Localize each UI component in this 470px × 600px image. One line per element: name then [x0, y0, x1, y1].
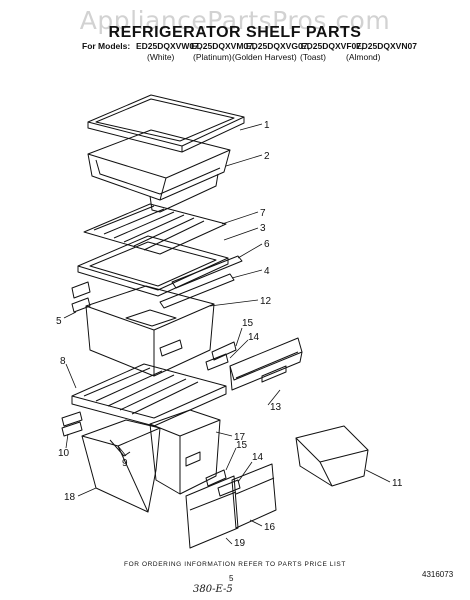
callout-15-lower: 15	[236, 440, 248, 451]
callout-5: 5	[56, 316, 62, 327]
part-brackets-upper	[205, 341, 237, 371]
watermark: AppliancePartsPros.com	[79, 6, 391, 35]
part-rails	[159, 255, 243, 309]
callout-16: 16	[264, 522, 276, 533]
diagram-number: 4316073	[422, 570, 454, 579]
callout-14-lower: 14	[252, 452, 264, 463]
model-color-2: (Platinum)	[193, 52, 232, 62]
callout-12: 12	[260, 296, 272, 307]
part-second-bin	[149, 409, 221, 495]
part-clips-left	[71, 281, 91, 313]
model-number-3: ED25DQXVG07,	[246, 41, 310, 51]
part-drawer-fronts-lower	[185, 463, 277, 549]
callout-19: 19	[234, 538, 246, 549]
callout-11: 11	[392, 478, 403, 489]
model-color-1: (White)	[147, 52, 175, 62]
callout-14-upper: 14	[248, 332, 260, 343]
callout-labels: 1 2 7 3 6 4 12 5 15 14 13 8 10 9 17 15 1…	[56, 120, 403, 549]
callout-7: 7	[260, 208, 266, 219]
part-drawer-front-upper	[229, 337, 303, 391]
model-number-4: ED25DQXVF07,	[301, 41, 364, 51]
part-shelf-frame	[77, 235, 229, 297]
callout-1: 1	[264, 120, 270, 131]
callout-17: 17	[234, 432, 246, 443]
callout-2: 2	[264, 151, 270, 162]
callout-13: 13	[270, 402, 282, 413]
part-top-shelf	[87, 94, 245, 153]
ordering-footer: FOR ORDERING INFORMATION REFER TO PARTS …	[124, 561, 346, 568]
part-crisper-bin	[85, 285, 215, 377]
callout-18: 18	[64, 492, 76, 503]
part-door-bin	[295, 425, 369, 487]
part-clips-lower	[61, 411, 83, 437]
callout-10: 10	[58, 448, 70, 459]
callout-8: 8	[60, 356, 66, 367]
page-title: REFRIGERATOR SHELF PARTS	[108, 24, 362, 41]
callout-15-upper: 15	[242, 318, 254, 329]
model-color-3: (Golden Harvest)	[232, 52, 297, 62]
part-middle-shelf	[71, 363, 227, 427]
part-brackets-lower	[205, 469, 241, 497]
page-number: 5	[229, 574, 234, 583]
handwritten-note: 380-E-5	[193, 584, 233, 595]
part-glass-panel	[83, 203, 227, 255]
model-number-1: ED25DQXVW07,	[136, 41, 202, 51]
callout-6: 6	[264, 239, 270, 250]
callout-3: 3	[260, 223, 266, 234]
part-large-bin	[81, 419, 161, 513]
callout-leaders	[63, 123, 391, 545]
models-prefix: For Models:	[82, 41, 131, 51]
callout-9: 9	[122, 458, 128, 469]
model-color-4: (Toast)	[300, 52, 326, 62]
model-color-5: (Almond)	[346, 52, 381, 62]
model-number-5: ED25DQXVN07	[356, 41, 417, 51]
part-tray	[87, 129, 231, 213]
model-number-2: ED25DQXVM07,	[191, 41, 256, 51]
callout-4: 4	[264, 266, 270, 277]
